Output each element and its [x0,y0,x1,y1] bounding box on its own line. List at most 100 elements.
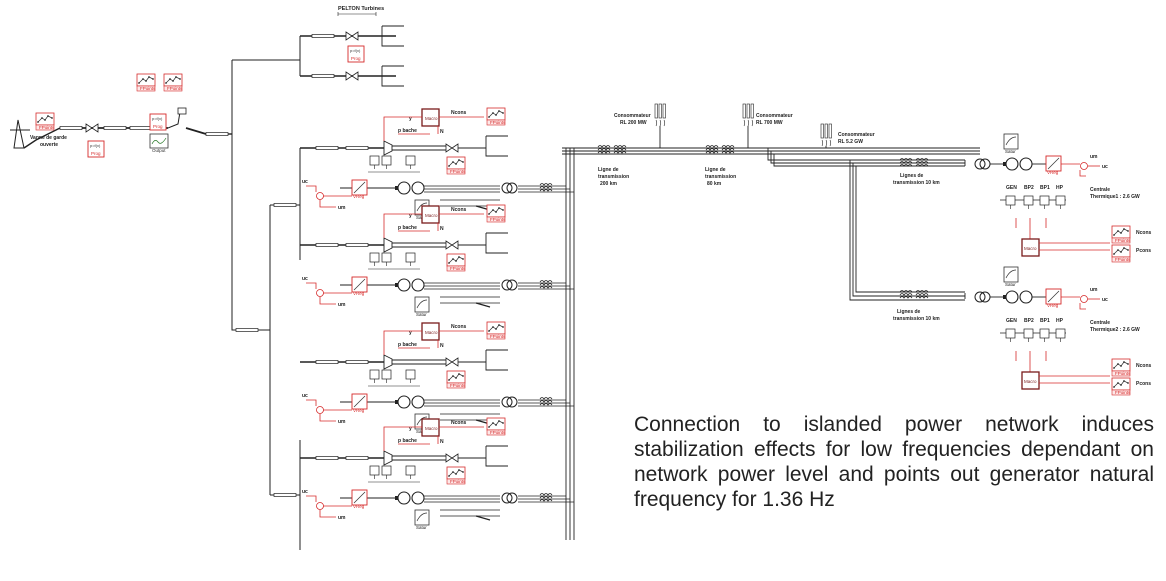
line-label-line1: Lignes de [897,309,921,315]
n-label: N [440,226,444,232]
sensor-box [381,155,392,170]
fpoints-label: FPoints [140,86,156,91]
generator-bus [424,495,500,503]
generator-icon [394,278,425,292]
um-label: um [338,205,346,211]
consumer-label-line2: RL 200 MW [620,120,647,126]
vanne-label-line1: Vanne de garde [30,135,67,141]
penstock-segment [315,243,339,247]
penstock-segment [345,243,369,247]
turbine-icon [383,140,393,156]
rotor-mass-box [1023,328,1034,343]
consumer-load [654,103,666,127]
pbache-signal [398,436,439,445]
breaker-icon [475,302,491,308]
unit-line [518,495,574,503]
line-coil-icon [539,183,553,192]
diagram-caption: Connection to islanded power network ind… [634,413,1154,511]
prog-block[interactable]: p=f(x) Prog [149,113,167,131]
macro-label: Macro [425,116,438,121]
macro-label: Macro [1024,246,1037,251]
torque-signal [1015,351,1047,373]
bp1-label: BP1 [1040,318,1050,324]
tailwater-tank [485,232,509,254]
ncons-label: Ncons [451,207,467,213]
satur-block[interactable] [414,296,430,313]
control-signal [383,330,422,355]
sum-junction [1080,162,1088,170]
um-label: um [338,419,346,425]
generator-icon [394,491,425,505]
vreg-block[interactable] [1045,288,1062,305]
ncons-label: Ncons [1136,230,1152,236]
sensor-box [369,465,380,480]
line-label-line2: transmission 10 km [893,316,940,322]
sensor-box [381,252,392,267]
consumer-label-line1: Consommateur [756,113,793,119]
hydro-bus [562,147,700,540]
vreg-block[interactable] [1045,155,1062,172]
n-label: N [440,343,444,349]
satur-block[interactable] [1003,266,1019,283]
aux-line [440,509,500,517]
um-label: um [1090,287,1098,293]
transformer-icon [501,396,518,408]
pbache-signal [398,340,439,349]
output-block[interactable]: Output [149,133,169,153]
vreg-block[interactable] [351,276,368,293]
transformer-icon [501,492,518,504]
y-label: y [409,116,412,122]
output-label: Output [152,148,166,153]
vreg-label: VReg [353,194,365,199]
unit-line [518,185,574,193]
rotor-mass-box [1039,328,1050,343]
transformer-icon [501,182,518,194]
regulator-signal [319,292,352,305]
penstock-segment [315,146,339,150]
vreg-block[interactable] [351,393,368,410]
pbache-label: p bache [398,438,417,444]
fpoints-label: FPoints [490,217,506,222]
satur-block[interactable] [414,509,430,526]
line-label-line3: 80 km [707,181,722,187]
bp2-label: BP2 [1024,185,1034,191]
valve-icon [445,143,459,153]
setpoint-signal [1039,242,1110,251]
pelton-prog-label: Prog [351,56,361,61]
satur-block[interactable] [1003,133,1019,150]
fpoints-label: FPoints [1115,238,1131,243]
line-coil-icon [539,280,553,289]
tailwater-tank [485,135,509,157]
fpoints-label: FPoints [39,125,55,130]
prog-label: Prog [153,124,163,129]
pbache-signal [398,223,439,232]
uc-label: uc [302,393,308,399]
uc-label: uc [302,489,308,495]
sensor-box [369,369,380,384]
sum-junction [1080,295,1088,303]
prog-formula: p=f(x) [152,116,163,121]
n-label: N [440,439,444,445]
sensor-box [381,465,392,480]
prog-block[interactable]: p=f(x) Prog [87,140,105,158]
y-label: y [409,426,412,432]
fpoints-label: FPoints [450,169,466,174]
line-label-line1: Ligne de [705,167,726,173]
consumer-label-line1: Consommateur [838,132,875,138]
vreg-block[interactable] [351,179,368,196]
uc-signal [306,185,317,192]
reservoir-and-gallery [10,107,232,149]
line-label-line2: transmission [705,174,736,180]
um-label: um [1090,154,1098,160]
pelton-prog-formula: p=f(x) [350,48,361,53]
rotor-mass-box [1005,195,1016,210]
sum-junction [316,192,324,200]
vreg-block[interactable] [351,489,368,506]
fpoints-label: FPoints [450,266,466,271]
consumer-load [742,103,754,127]
sensor-box [405,369,416,384]
